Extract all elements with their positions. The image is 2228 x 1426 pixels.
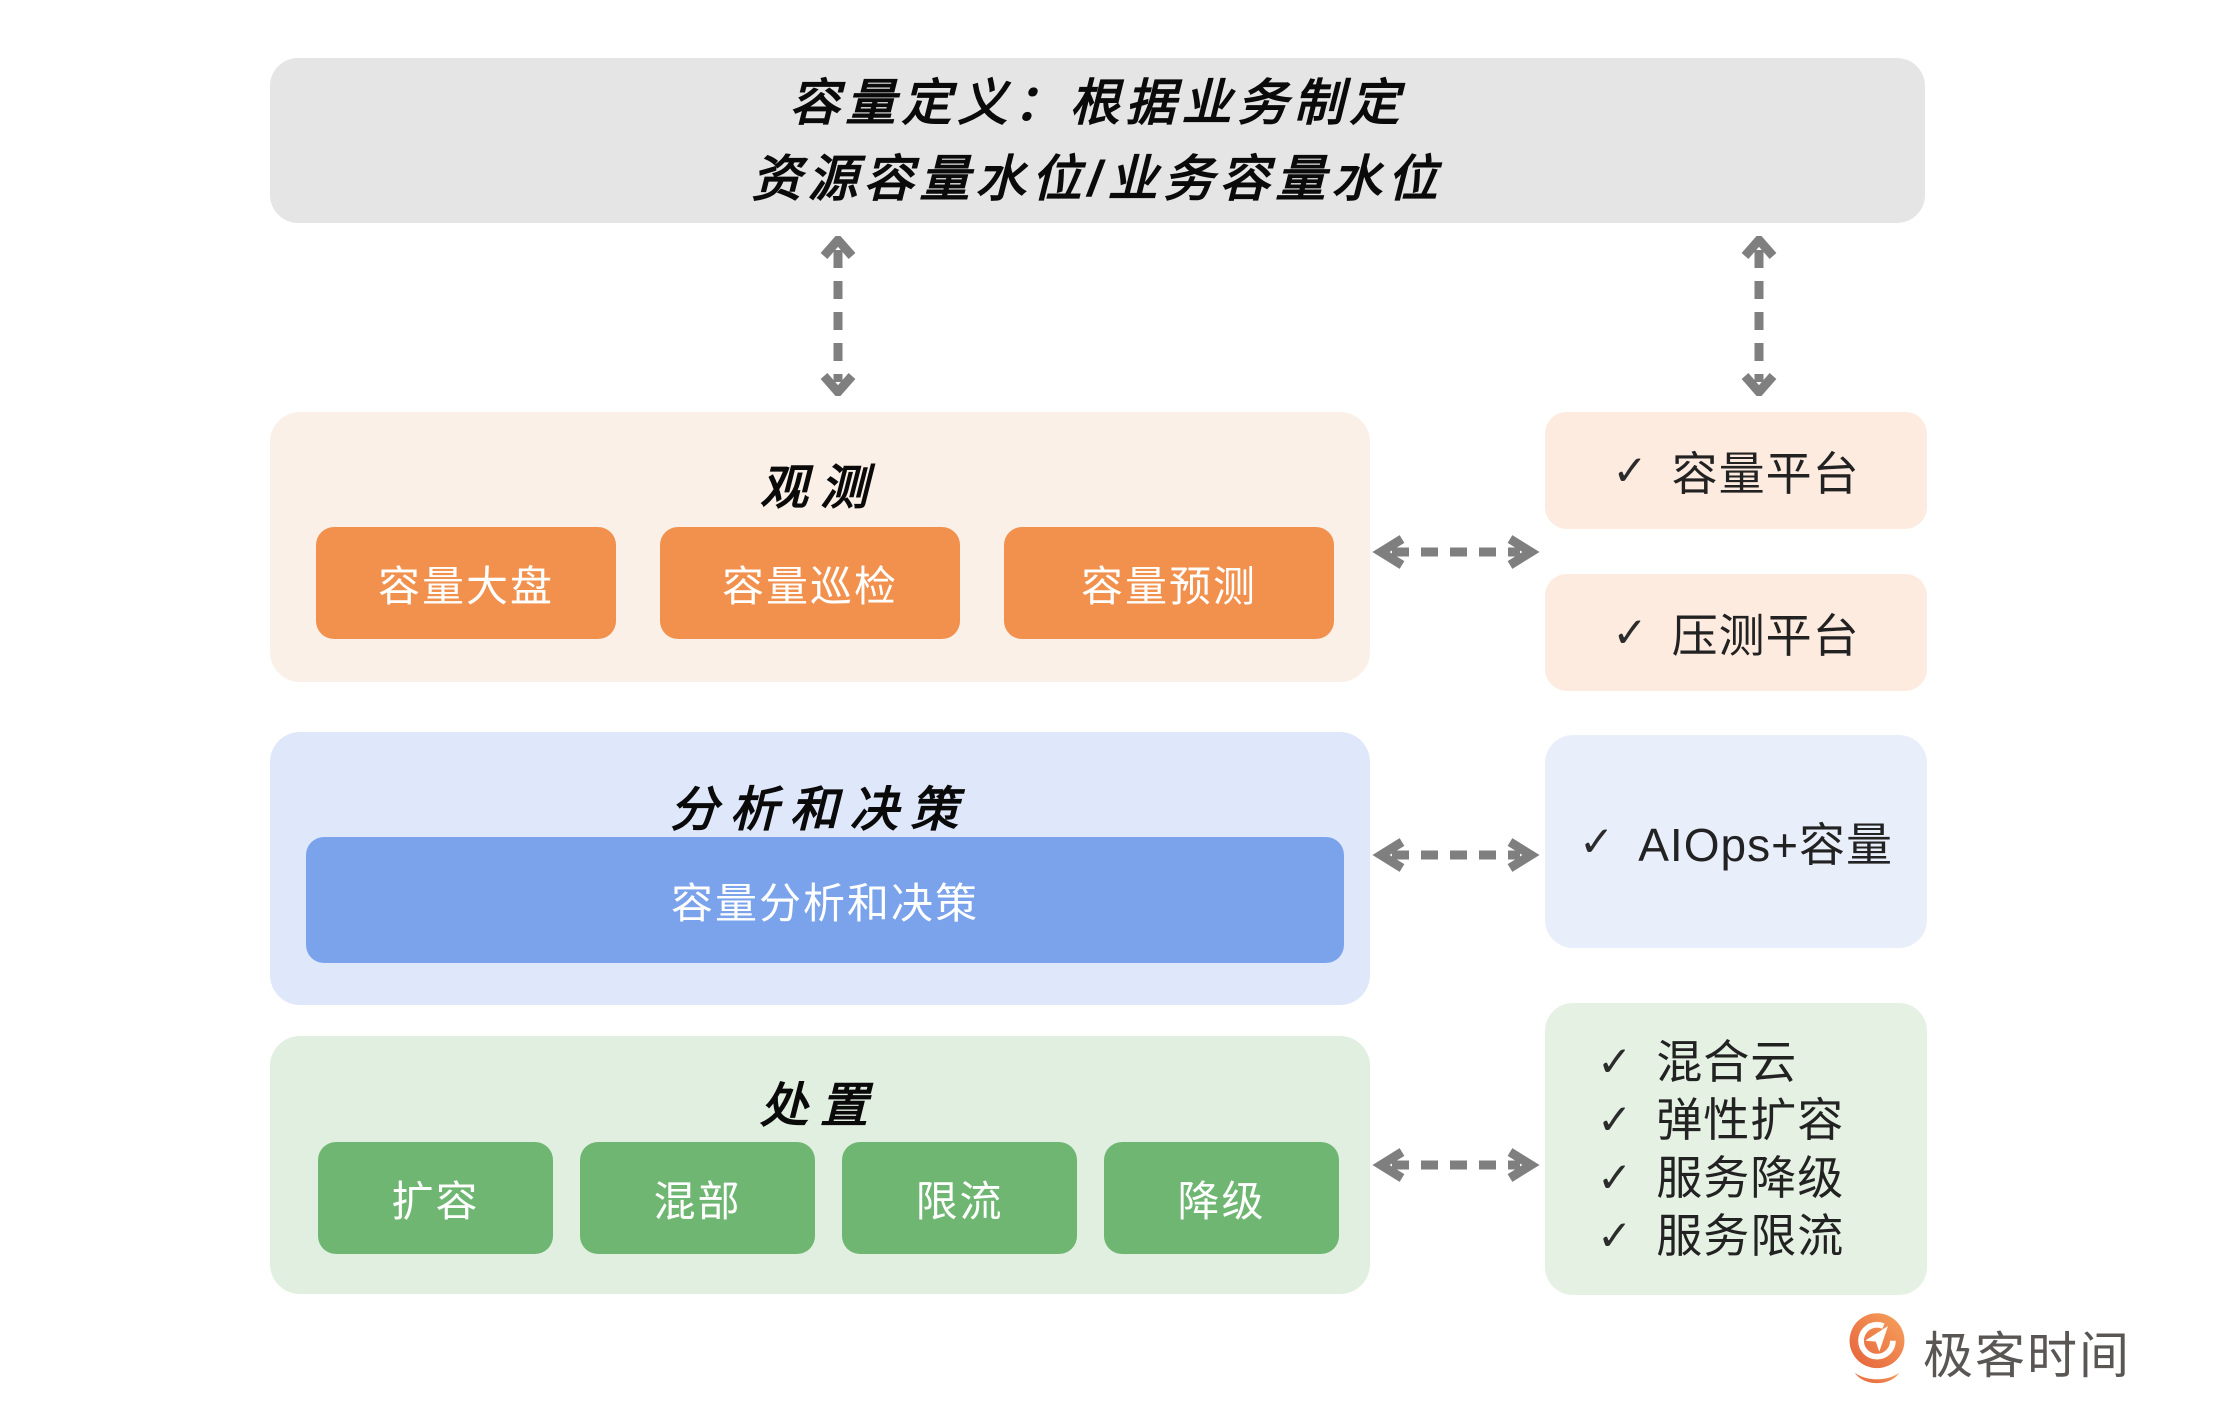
observe-section-title: 观测 [759, 462, 880, 515]
geektime-logo: 极客时间 [1845, 1312, 2131, 1391]
double-arrow-vertical-right-icon [1738, 236, 1780, 396]
handle-chip-row: 扩容 混部 限流 降级 [318, 1142, 1339, 1254]
capacity-definition-line1: 容量定义：根据业务制定 [789, 74, 1406, 131]
check-icon: ✓ [1612, 608, 1648, 656]
double-arrow-vertical-left-icon [817, 236, 859, 396]
handle-option-elastic-scaling: ✓ 弹性扩容 [1597, 1091, 1844, 1149]
aiops-capacity-box: ✓ AIOps+容量 [1545, 735, 1927, 948]
capacity-platform-box: ✓ 容量平台 [1545, 412, 1927, 529]
check-icon: ✓ [1597, 1096, 1633, 1143]
capacity-platform-label: 容量平台 [1671, 447, 1860, 500]
chip-capacity-forecast: 容量预测 [1004, 527, 1334, 639]
handle-option-service-degrade: ✓ 服务降级 [1597, 1149, 1844, 1207]
double-arrow-horizontal-handle-icon [1372, 1143, 1540, 1187]
analyze-section: 分析和决策 容量分析和决策 [270, 732, 1370, 1005]
capacity-definition-line2: 资源容量水位/业务容量水位 [751, 150, 1444, 207]
chip-scale-out: 扩容 [318, 1142, 553, 1254]
stress-test-platform-label: 压测平台 [1671, 609, 1860, 662]
chip-degrade: 降级 [1104, 1142, 1339, 1254]
chip-colocation: 混部 [580, 1142, 815, 1254]
check-icon: ✓ [1597, 1212, 1633, 1259]
capacity-analysis-bar: 容量分析和决策 [306, 837, 1344, 963]
analyze-section-title: 分析和决策 [669, 784, 970, 837]
geektime-logo-icon [1845, 1312, 1909, 1391]
double-arrow-horizontal-observe-icon [1372, 530, 1540, 574]
handle-options-box: ✓ 混合云 ✓ 弹性扩容 ✓ 服务降级 ✓ 服务限流 [1545, 1003, 1927, 1295]
handle-option-label: 混合云 [1656, 1036, 1798, 1088]
check-icon: ✓ [1612, 446, 1648, 494]
observe-section: 观测 容量大盘 容量巡检 容量预测 [270, 412, 1370, 682]
stress-test-platform-line: ✓ 压测平台 [1612, 600, 1859, 666]
chip-rate-limit: 限流 [842, 1142, 1077, 1254]
chip-capacity-dashboard: 容量大盘 [316, 527, 616, 639]
handle-option-label: 服务限流 [1656, 1210, 1845, 1262]
stress-test-platform-box: ✓ 压测平台 [1545, 574, 1927, 691]
geektime-logo-text: 极客时间 [1923, 1327, 2131, 1384]
check-icon: ✓ [1597, 1038, 1633, 1085]
handle-option-label: 服务降级 [1656, 1152, 1845, 1204]
handle-option-service-ratelimit: ✓ 服务限流 [1597, 1207, 1844, 1265]
observe-chip-row: 容量大盘 容量巡检 容量预测 [316, 527, 1334, 639]
handle-option-label: 弹性扩容 [1656, 1094, 1845, 1146]
capacity-platform-line: ✓ 容量平台 [1612, 438, 1859, 504]
aiops-capacity-line: ✓ AIOps+容量 [1579, 809, 1893, 875]
check-icon: ✓ [1579, 817, 1615, 865]
handle-section: 处置 扩容 混部 限流 降级 [270, 1036, 1370, 1294]
chip-capacity-inspection: 容量巡检 [660, 527, 960, 639]
check-icon: ✓ [1597, 1154, 1633, 1201]
handle-option-hybrid-cloud: ✓ 混合云 [1597, 1033, 1797, 1091]
handle-section-title: 处置 [759, 1080, 880, 1133]
double-arrow-horizontal-analyze-icon [1372, 833, 1540, 877]
aiops-capacity-label: AIOps+容量 [1638, 818, 1893, 871]
capacity-definition-box: 容量定义：根据业务制定 资源容量水位/业务容量水位 [270, 58, 1925, 223]
